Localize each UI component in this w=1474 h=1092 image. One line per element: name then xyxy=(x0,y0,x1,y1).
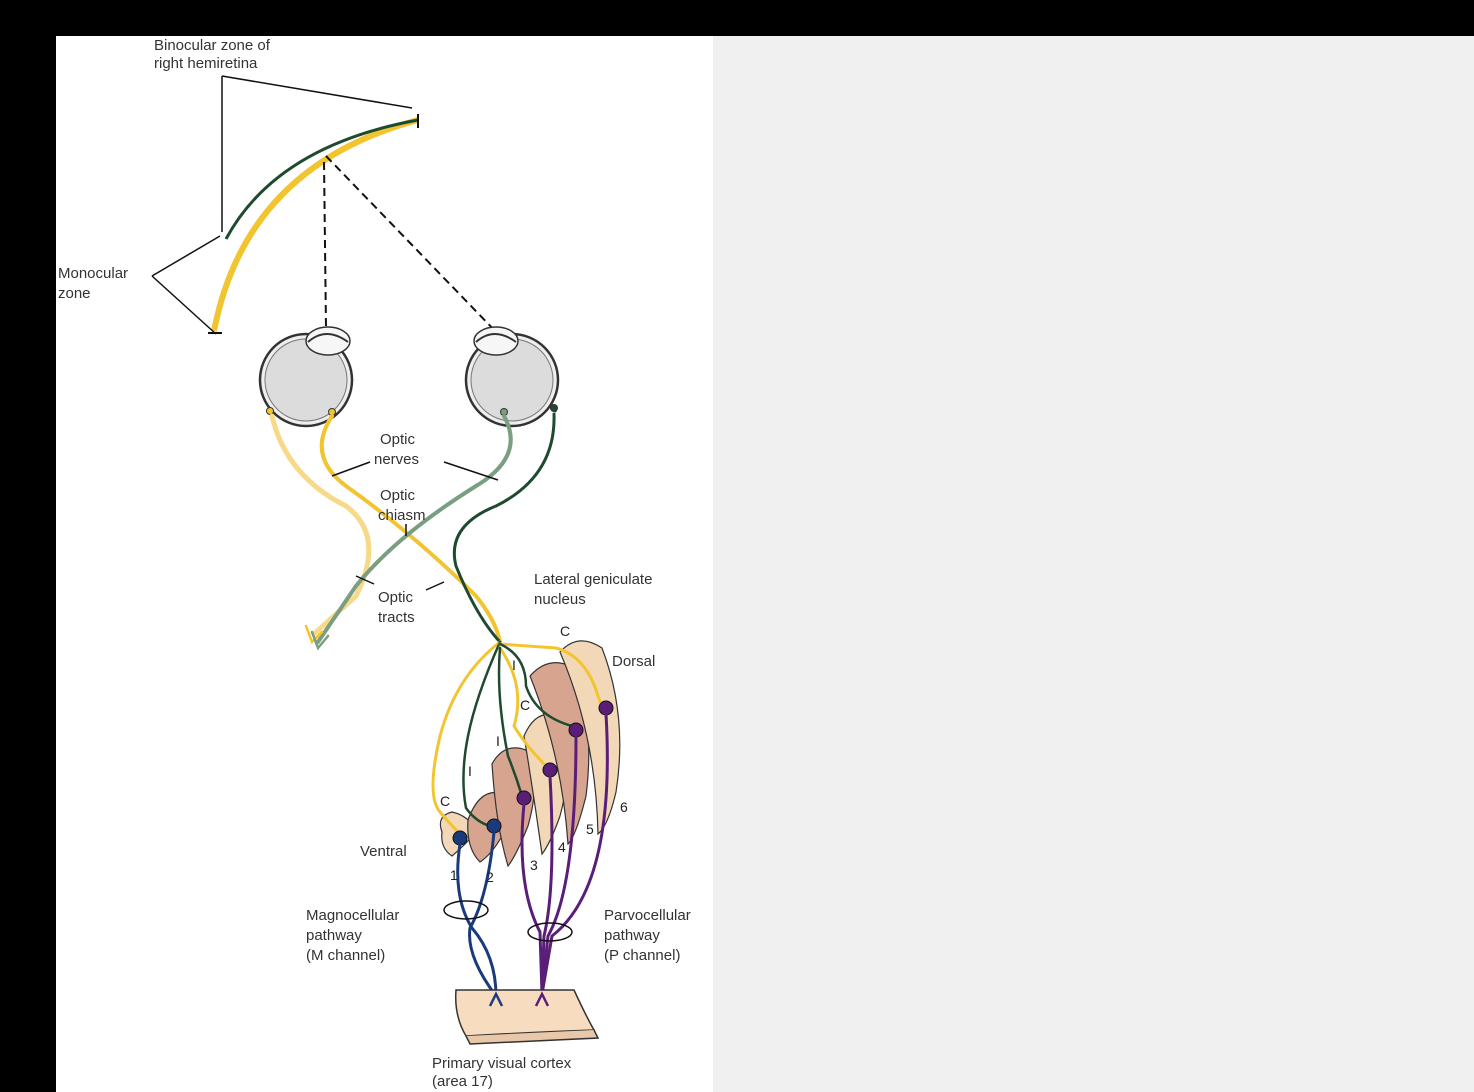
layer-number-4: 4 xyxy=(558,839,566,855)
layer-number-2: 2 xyxy=(486,869,494,885)
optic-chiasm-label-line1: Optic xyxy=(380,487,416,504)
binocular-zone-label-line2: right hemiretina xyxy=(154,55,258,72)
layer-i-mark-1: I xyxy=(512,657,516,673)
binocular-zone-label-line1: Binocular zone of xyxy=(154,37,271,54)
visual-pathway-diagram: Binocular zone of right hemiretina Monoc… xyxy=(56,36,713,1092)
layer-number-5: 5 xyxy=(586,821,594,837)
visual-field-arc xyxy=(208,114,418,333)
lgn-layer-3 xyxy=(492,748,535,866)
parvo-label-line2: pathway xyxy=(604,927,660,944)
layer-number-3: 3 xyxy=(530,857,538,873)
layer-number-6: 6 xyxy=(620,799,628,815)
layer-c-mark-1: C xyxy=(560,623,570,639)
magno-label-line3: (M channel) xyxy=(306,947,385,964)
optic-tracts-label-line1: Optic xyxy=(378,589,414,606)
monocular-zone-label-line1: Monocular xyxy=(58,265,128,282)
visual-pathway-figure: Binocular zone of right hemiretina Monoc… xyxy=(56,36,713,1092)
dorsal-label: Dorsal xyxy=(612,653,655,670)
primary-visual-cortex xyxy=(456,990,598,1044)
optic-chiasm-label-line2: chiasm xyxy=(378,507,426,524)
optic-nerves-label-line1: Optic xyxy=(380,431,416,448)
left-eye xyxy=(260,327,352,426)
leader-lines xyxy=(332,462,498,590)
cortex-label-line1: Primary visual cortex xyxy=(432,1055,572,1072)
parvo-label-line3: (P channel) xyxy=(604,947,680,964)
layer-i-mark-2: I xyxy=(496,733,500,749)
monocular-zone-label-line2: zone xyxy=(58,285,91,302)
lgn-label-line1: Lateral geniculate xyxy=(534,571,652,588)
layer-i-mark-3: I xyxy=(468,763,472,779)
layer-number-1: 1 xyxy=(450,867,458,883)
lgn-label-line2: nucleus xyxy=(534,591,586,608)
layer-c-mark-2: C xyxy=(520,697,530,713)
monocular-zone-bracket xyxy=(152,236,220,334)
layer-c-mark-3: C xyxy=(440,793,450,809)
cortex-label-line2: (area 17) xyxy=(432,1073,493,1090)
magno-label-line2: pathway xyxy=(306,927,362,944)
right-eye xyxy=(466,327,558,426)
optic-nerves-label-line2: nerves xyxy=(374,451,419,468)
magno-label-line1: Magnocellular xyxy=(306,907,399,924)
parvo-label-line1: Parvocellular xyxy=(604,907,691,924)
optic-tracts-label-line2: tracts xyxy=(378,609,415,626)
ventral-label: Ventral xyxy=(360,843,407,860)
